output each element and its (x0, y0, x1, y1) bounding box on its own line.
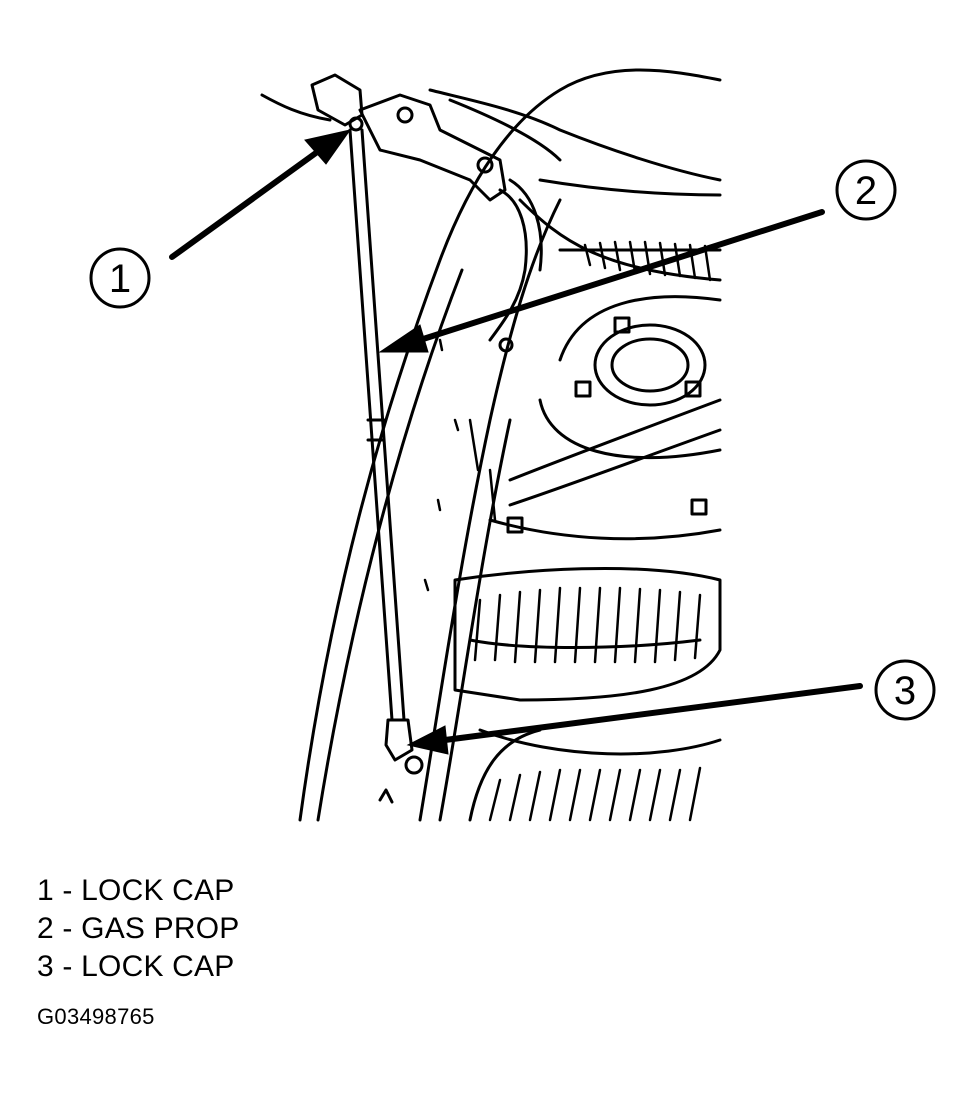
callout-3-arrowhead (406, 725, 449, 755)
upper-lock-cap (310, 73, 364, 127)
hood-edge-line (298, 68, 722, 822)
parts-legend: 1 - LOCK CAP 2 - GAS PROP 3 - LOCK CAP (37, 872, 239, 986)
gas-prop-strut (348, 128, 394, 722)
callout-2-number: 2 (855, 169, 877, 213)
legend-separator: - (53, 950, 82, 983)
legend-item-2: 2 - GAS PROP (37, 910, 239, 948)
callout-3-leader (442, 683, 863, 743)
legend-item-1: 1 - LOCK CAP (37, 872, 239, 910)
legend-label: LOCK CAP (81, 950, 235, 983)
callout-2-arrowhead (378, 324, 429, 353)
legend-label: LOCK CAP (81, 874, 235, 907)
callout-3-circle (874, 659, 936, 721)
callout-2-leader (417, 209, 825, 343)
legend-number: 1 (37, 874, 54, 907)
legend-separator: - (53, 874, 82, 907)
figure-id: G03498765 (37, 1004, 155, 1029)
callout-3-number: 3 (894, 669, 916, 713)
hood-gas-prop-illustration: 1 2 3 (89, 68, 936, 822)
shock-tower (593, 323, 707, 407)
legend-number: 3 (37, 950, 54, 983)
callout-1-arrowhead (304, 129, 352, 165)
callout-2-circle (835, 159, 897, 221)
callout-1-circle (89, 247, 151, 309)
hood-hinge-bracket (358, 93, 507, 202)
callout-1-number: 1 (109, 257, 131, 301)
legend-number: 2 (37, 912, 54, 945)
lower-lock-cap (384, 718, 414, 762)
legend-separator: - (53, 912, 82, 945)
callout-1-leader (169, 147, 323, 260)
legend-item-3: 3 - LOCK CAP (37, 948, 239, 986)
legend-label: GAS PROP (81, 912, 240, 945)
